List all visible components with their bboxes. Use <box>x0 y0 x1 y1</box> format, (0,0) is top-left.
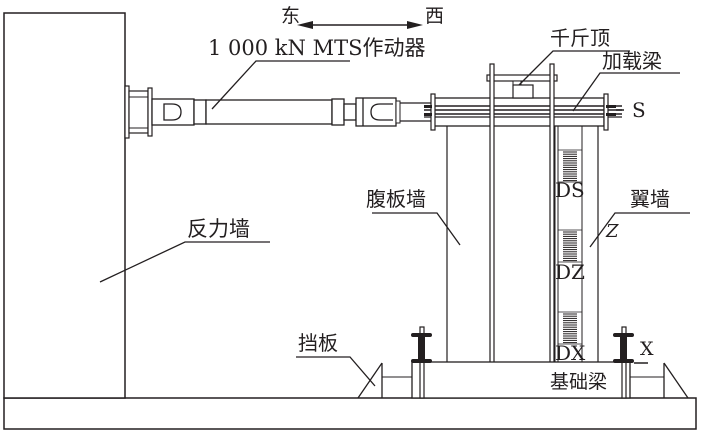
strain-gauge-dx <box>563 313 577 344</box>
flange-wall <box>557 126 583 362</box>
flange-wall-label: 翼墙 <box>630 187 670 211</box>
actuator-mount <box>124 85 153 139</box>
actuator-cylinder <box>205 99 333 125</box>
actuator-left-clevis <box>151 98 207 126</box>
tie-rods <box>487 63 558 397</box>
web-wall <box>446 126 599 362</box>
reaction-wall-label: 反力墙 <box>187 217 250 241</box>
actuator-label: 1 000 kN MTS作动器 <box>208 36 425 60</box>
reaction-wall <box>3 12 126 399</box>
west-label: 西 <box>425 5 444 27</box>
marker-z: Z <box>605 221 619 242</box>
strain-gauge-ds <box>563 151 577 182</box>
marker-ds: DS <box>555 178 585 202</box>
jack-frame <box>486 74 558 99</box>
marker-x: X <box>640 338 654 360</box>
left-anchor-bolt <box>411 326 432 399</box>
actuator-right-clevis <box>355 97 432 127</box>
direction-arrow <box>297 21 423 29</box>
actuator-collar <box>331 98 345 126</box>
leader-lines <box>99 50 690 387</box>
baffle-label: 挡板 <box>298 331 338 355</box>
floor-slab <box>3 397 697 430</box>
jack-label: 千斤顶 <box>550 26 610 50</box>
jack <box>512 84 534 99</box>
actuator-rod <box>343 103 357 121</box>
right-baffle <box>630 362 689 399</box>
marker-dx: DX <box>555 341 586 365</box>
web-wall-label: 腹板墙 <box>366 187 426 211</box>
marker-s: S <box>632 98 646 122</box>
marker-dz: DZ <box>555 260 585 284</box>
strain-gauge-dz <box>563 231 577 262</box>
foundation-beam-label: 基础梁 <box>550 371 607 393</box>
east-label: 东 <box>281 5 300 27</box>
loading-beam-label: 加载梁 <box>602 49 662 73</box>
left-baffle <box>357 362 412 399</box>
foundation-beam <box>411 361 631 399</box>
loading-beam <box>424 93 624 131</box>
right-anchor-bolt <box>613 326 648 399</box>
